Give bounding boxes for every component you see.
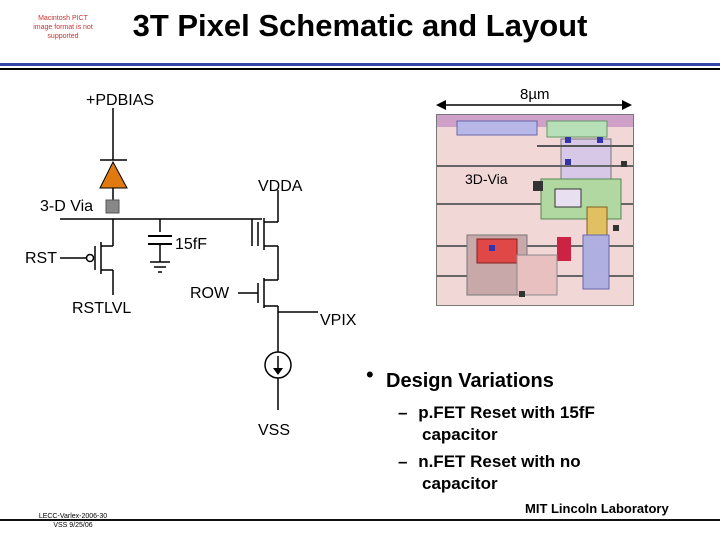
variation-line1: p.FET Reset with 15fF <box>418 403 595 422</box>
vdda-label: VDDA <box>258 178 303 195</box>
via-square-icon <box>105 199 120 214</box>
photodiode-icon <box>99 160 128 189</box>
layout-drawing <box>437 115 633 297</box>
rst-gate-bubble-icon <box>85 253 95 263</box>
row-label: ROW <box>190 285 230 302</box>
3d-via-label: 3-D Via <box>40 198 94 215</box>
footer-organization: MIT Lincoln Laboratory <box>525 501 669 516</box>
rst-label: RST <box>25 250 57 267</box>
page-title: 3T Pixel Schematic and Layout <box>132 8 588 43</box>
dimension-label: 8µm <box>520 86 550 103</box>
footer-ref-line2: VSS 9/25/06 <box>53 522 93 529</box>
footer-rule <box>0 519 720 521</box>
footer-ref-line1: LECC-Varlex-2006-30 <box>38 513 108 520</box>
variation-dash: – <box>398 452 408 471</box>
title-rule-blue <box>0 63 720 66</box>
variation-line2: capacitor <box>422 474 498 493</box>
layout-via-label: 3D-Via <box>465 171 508 187</box>
variations-heading: Design Variations <box>386 370 554 392</box>
layout-image: 3D-Via <box>436 114 634 306</box>
variation-line2: capacitor <box>422 425 498 444</box>
rstlvl-label: RSTLVL <box>72 300 132 317</box>
current-arrow-icon <box>273 368 283 375</box>
pdbias-label: +PDBIAS <box>86 92 155 109</box>
footer-reference: LECC-Varlex-2006-30 VSS 9/25/06 <box>30 512 116 530</box>
variation-item: – n.FET Reset with no <box>398 451 581 473</box>
variation-line1: n.FET Reset with no <box>418 452 581 471</box>
variation-dash: – <box>398 403 408 422</box>
pict-unsupported-notice: Macintosh PICT image format is not suppo… <box>33 15 93 40</box>
vpix-label: VPIX <box>320 312 357 329</box>
bullet-icon: • <box>366 362 374 387</box>
variation-item: – p.FET Reset with 15fF <box>398 402 595 424</box>
cap-label: 15fF <box>175 236 208 253</box>
title-rule-black <box>0 68 720 70</box>
vss-label: VSS <box>258 422 291 439</box>
